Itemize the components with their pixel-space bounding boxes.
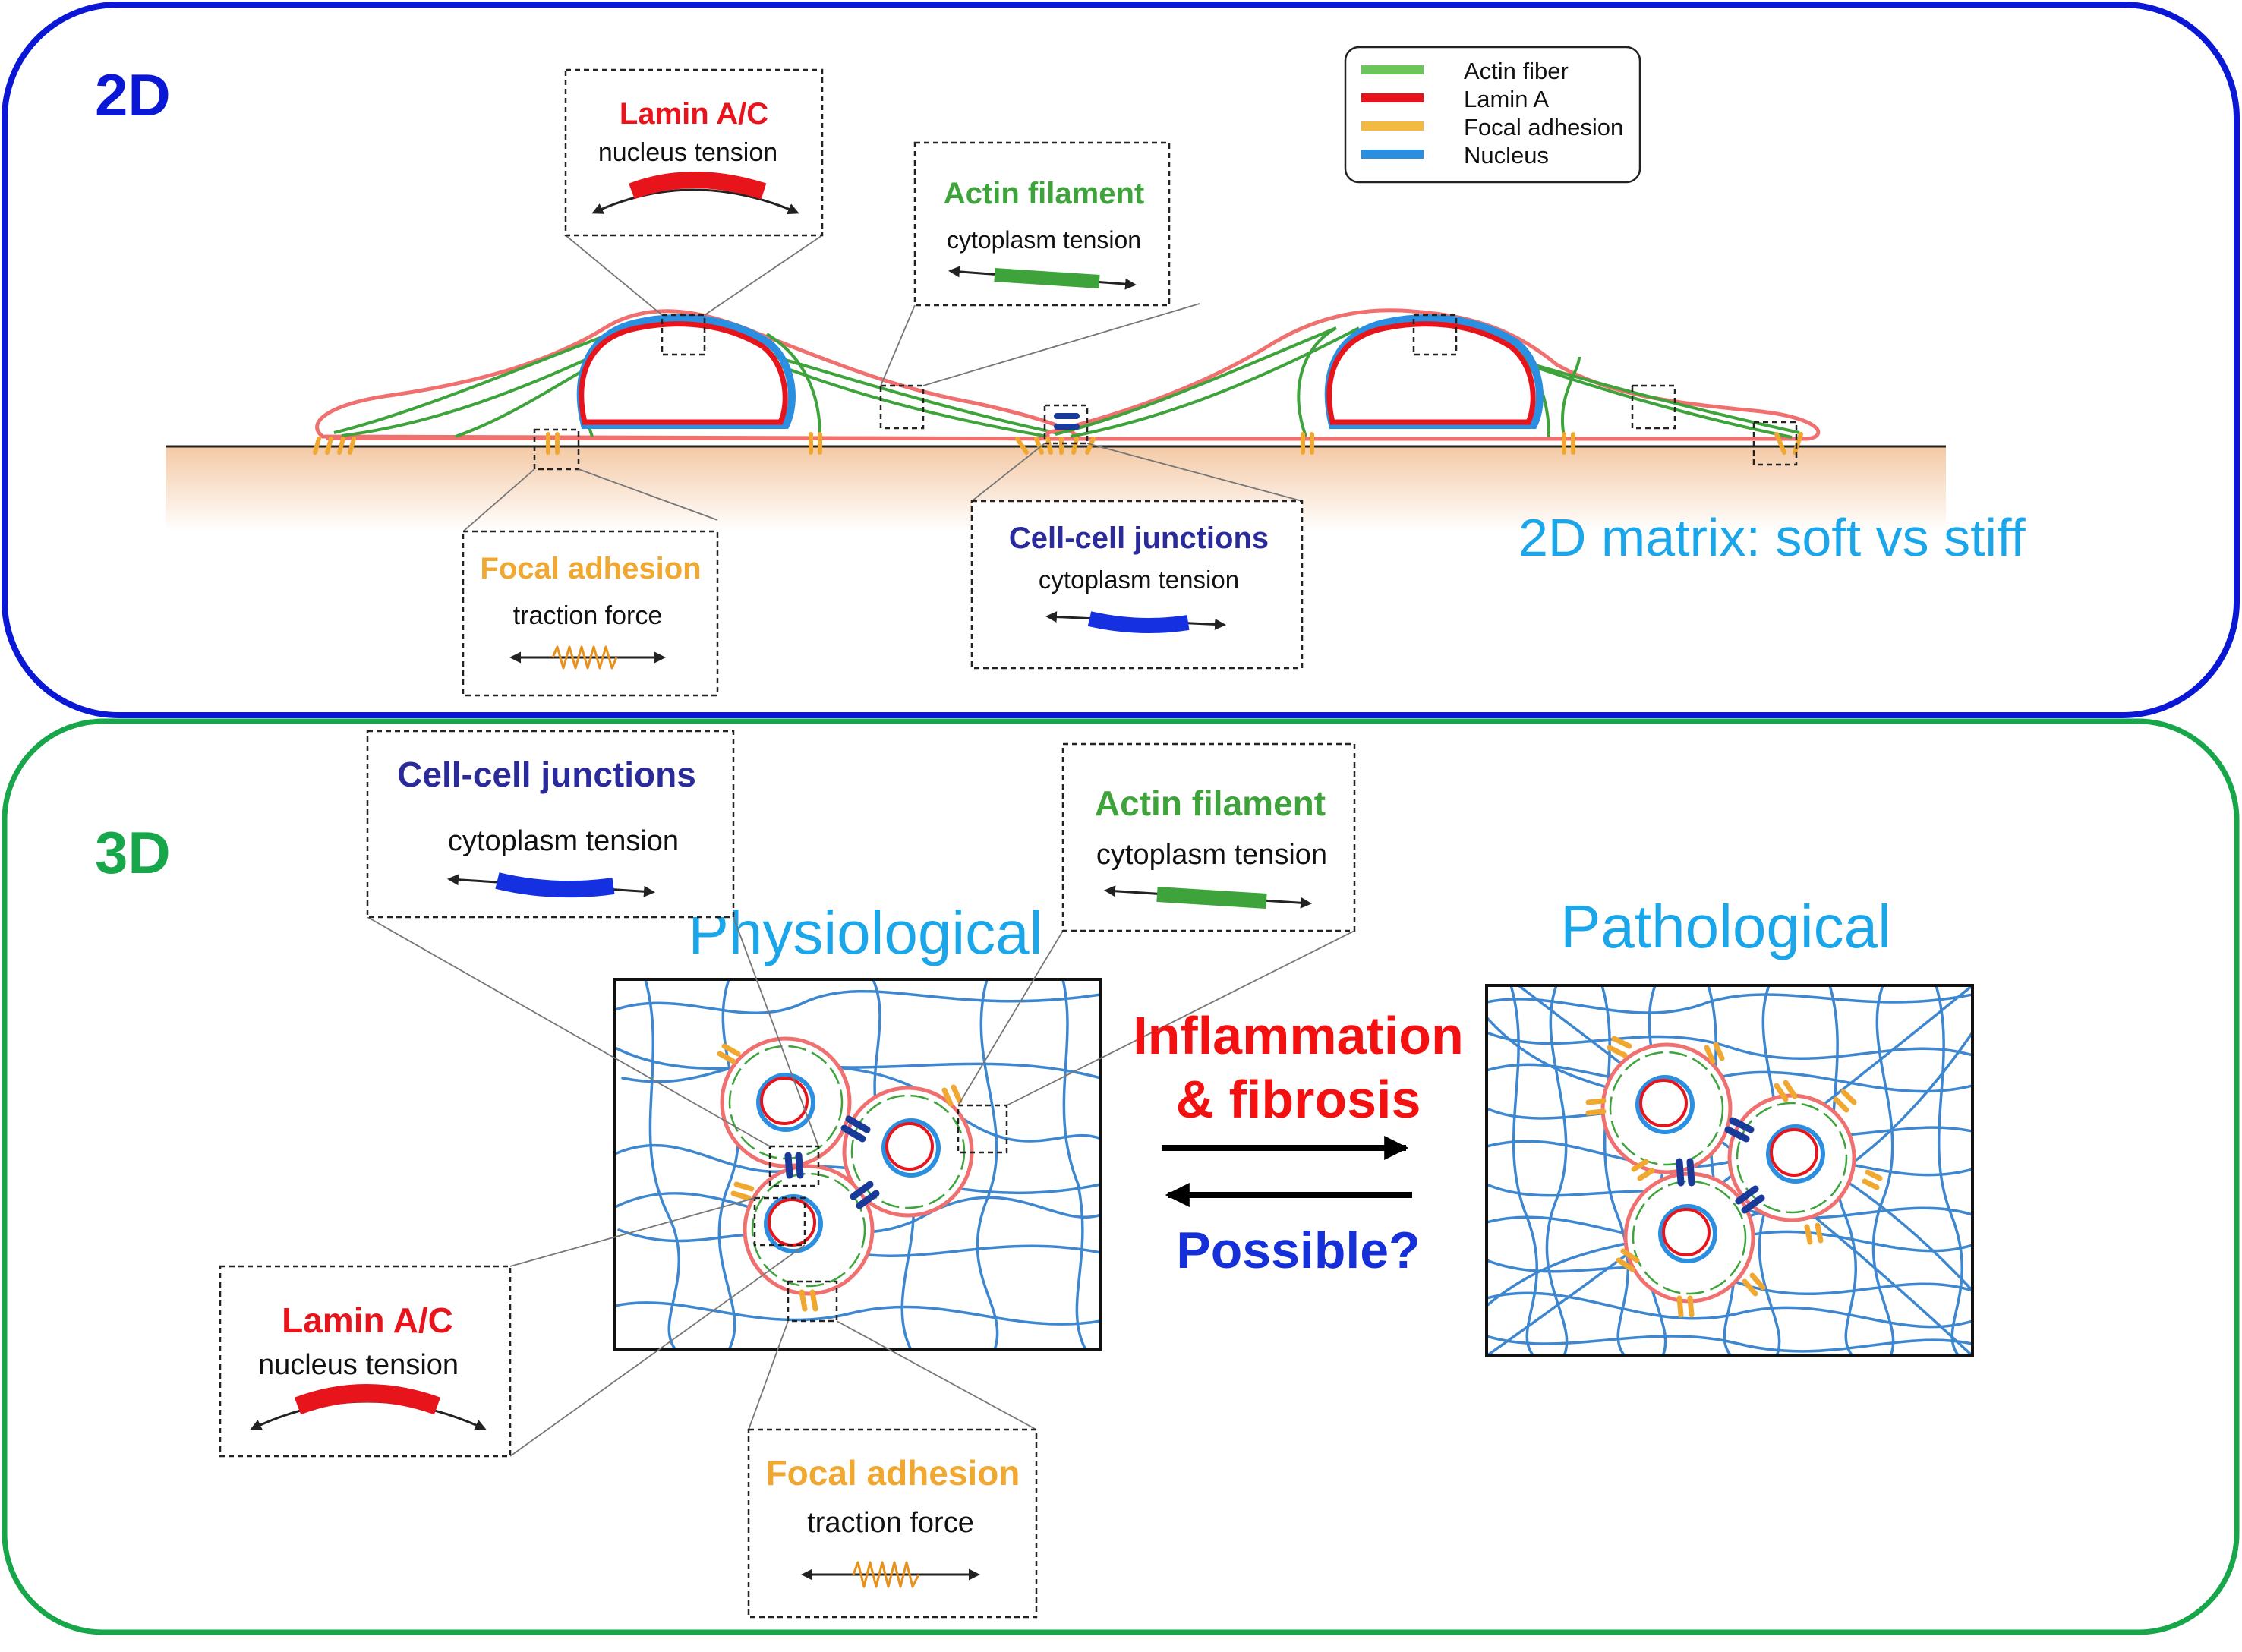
cell-3d-path-1	[1600, 1042, 1733, 1174]
junctions-3d-path	[1676, 1117, 1765, 1214]
legend-label-nucleus: Nucleus	[1464, 142, 1549, 169]
leader-lines-3d	[367, 916, 1355, 1457]
lamin-tension-arrow	[591, 188, 799, 215]
cell-2d-left	[315, 309, 1080, 441]
callout-2d-focal: Focal adhesion traction force	[462, 530, 719, 697]
callout-2d-lamin-subtitle: nucleus tension	[598, 138, 777, 167]
cell-3d-path-2	[1727, 1093, 1856, 1222]
callout-3d-lamin-subtitle: nucleus tension	[258, 1349, 459, 1381]
callout-2d-focal-subtitle: traction force	[513, 601, 663, 630]
leader-lines-2d	[462, 235, 1303, 532]
focal-adhesions-2d	[313, 432, 1803, 455]
spring-icon	[551, 645, 618, 670]
panel-3d-border	[2, 718, 2240, 1635]
zoom-boxes-2d	[533, 314, 1798, 471]
callout-3d-lamin: Lamin A/C nucleus tension	[219, 1265, 512, 1458]
panel-3d-tag: 3D	[95, 819, 171, 886]
legend-label-lamin: Lamin A	[1464, 86, 1549, 112]
lamin-right	[1326, 321, 1536, 425]
focal-adhesions-3d-path	[1585, 1036, 1883, 1318]
callout-3d-actin: Actin filament cytoplasm tension	[1061, 742, 1356, 932]
lamin-left	[579, 321, 788, 425]
callout-2d-lamin: Lamin A/C nucleus tension	[564, 68, 824, 237]
junctions-3d-phys	[784, 1115, 880, 1209]
callout-2d-actin-subtitle: cytoplasm tension	[947, 226, 1141, 254]
focal-adhesions-3d-phys	[717, 1043, 963, 1312]
callout-2d-junction-subtitle: cytoplasm tension	[1039, 566, 1239, 594]
legend-label-focal: Focal adhesion	[1464, 114, 1623, 140]
transition: Inflammation & fibrosis Possible?	[1133, 1006, 1464, 1279]
transition-line2: & fibrosis	[1176, 1070, 1421, 1129]
callout-3d-focal-subtitle: traction force	[807, 1507, 974, 1539]
transition-line1: Inflammation	[1133, 1006, 1464, 1065]
transition-question: Possible?	[1176, 1222, 1420, 1279]
callout-2d-lamin-title: Lamin A/C	[620, 97, 768, 131]
callout-2d-junction-title: Cell-cell junctions	[1009, 522, 1269, 555]
physiological-label: Physiological	[689, 899, 1043, 966]
cell-3d-path-3	[1623, 1171, 1755, 1304]
pathological-label: Pathological	[1560, 893, 1891, 960]
callout-3d-junction-title: Cell-cell junctions	[397, 755, 696, 794]
matrix-label: 2D matrix: soft vs stiff	[1518, 508, 2026, 567]
legend-label-actin: Actin fiber	[1464, 58, 1569, 84]
physiological-matrix	[613, 978, 1102, 1351]
junction-2d	[1054, 413, 1080, 430]
callout-2d-actin-title: Actin filament	[944, 177, 1144, 210]
callout-3d-focal: Focal adhesion traction force	[747, 1428, 1038, 1619]
callout-3d-junction: Cell-cell junctions cytoplasm tension	[366, 730, 735, 919]
callout-3d-focal-title: Focal adhesion	[766, 1453, 1020, 1493]
callout-3d-junction-subtitle: cytoplasm tension	[448, 825, 679, 857]
panel-3d: 3D Physiological Pathological	[2, 718, 2240, 1635]
cell-3d-phys-1	[720, 1036, 852, 1168]
callout-2d-junction: Cell-cell junctions cytoplasm tension	[970, 500, 1304, 670]
panel-2d-border	[2, 2, 2240, 718]
callout-3d-actin-subtitle: cytoplasm tension	[1096, 839, 1327, 871]
panel-2d: 2D	[2, 2, 2240, 718]
legend-2d: Actin fiber Lamin A Focal adhesion Nucle…	[1344, 46, 1641, 184]
zoom-boxes-3d-phys	[753, 1104, 1008, 1323]
callout-3d-lamin-title: Lamin A/C	[282, 1300, 453, 1340]
callout-3d-actin-title: Actin filament	[1095, 783, 1326, 823]
spring-icon-3d	[852, 1561, 920, 1588]
pathological-matrix	[1485, 984, 1974, 1357]
callout-2d-actin: Actin filament cytoplasm tension	[913, 141, 1171, 307]
callout-2d-focal-title: Focal adhesion	[480, 552, 701, 585]
cell-2d-right	[1045, 308, 1821, 441]
panel-2d-tag: 2D	[95, 61, 171, 128]
